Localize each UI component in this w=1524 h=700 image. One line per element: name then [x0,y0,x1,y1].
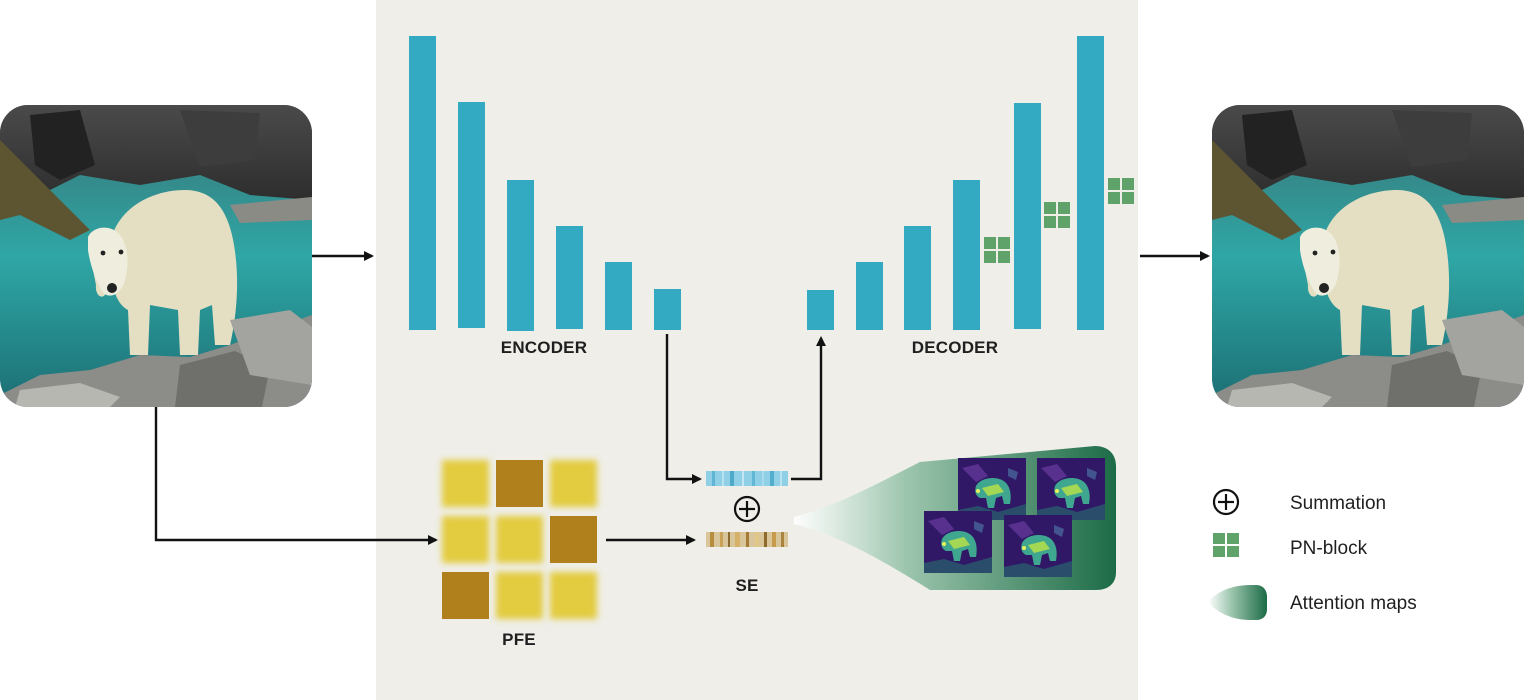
pfe-cell [442,572,489,619]
encoder-bar-2 [458,102,485,328]
arrows [154,251,1210,545]
arrow-icon [665,334,702,484]
pfe-cell [496,460,543,507]
pfe-cell [496,572,543,619]
pfe-cell [550,516,597,563]
se-label: SE [735,576,758,595]
decoder-bar-2 [856,262,883,330]
pfe-cell [550,572,597,619]
pfe-grid [442,460,597,619]
pfe-cell [550,460,597,507]
legend-attention-maps-icon [1208,585,1267,620]
encoder-bar-1 [409,36,436,330]
output-image [1212,105,1524,407]
decoder-bar-1 [807,290,834,330]
pfe-label: PFE [502,630,536,649]
arrow-icon [154,407,438,545]
legend-summation-label: Summation [1290,493,1386,514]
arrow-icon [791,336,826,481]
decoder [807,36,1104,330]
pfe-cell [442,460,489,507]
encoder-bar-4 [556,226,583,329]
pn-block-1 [984,237,1010,263]
se-bottom-vector [706,532,788,547]
pn-block-2 [1044,202,1070,228]
decoder-bar-4 [953,180,980,330]
summation-icon [733,495,761,523]
encoder [409,36,681,331]
pfe-cell [496,516,543,563]
pn-blocks [984,178,1134,263]
encoder-bar-3 [507,180,534,331]
decoder-bar-5 [1014,103,1041,329]
legend-attention-maps-label: Attention maps [1290,593,1417,614]
decoder-bar-3 [904,226,931,330]
legend-pn-block-label: PN-block [1290,538,1368,559]
decoder-label: DECODER [912,338,998,357]
legend-pn-block-icon [1213,533,1239,557]
legend-summation-icon [1212,488,1240,516]
input-image [0,105,312,407]
pn-block-3 [1108,178,1134,204]
se-top-vector [706,471,788,486]
legend: Summation PN-block Attention maps [1208,488,1417,620]
encoder-bar-5 [605,262,632,330]
decoder-bar-6 [1077,36,1104,330]
encoder-label: ENCODER [501,338,587,357]
attention-maps-callout [794,446,1116,590]
encoder-bar-6 [654,289,681,330]
pfe-cell [442,516,489,563]
